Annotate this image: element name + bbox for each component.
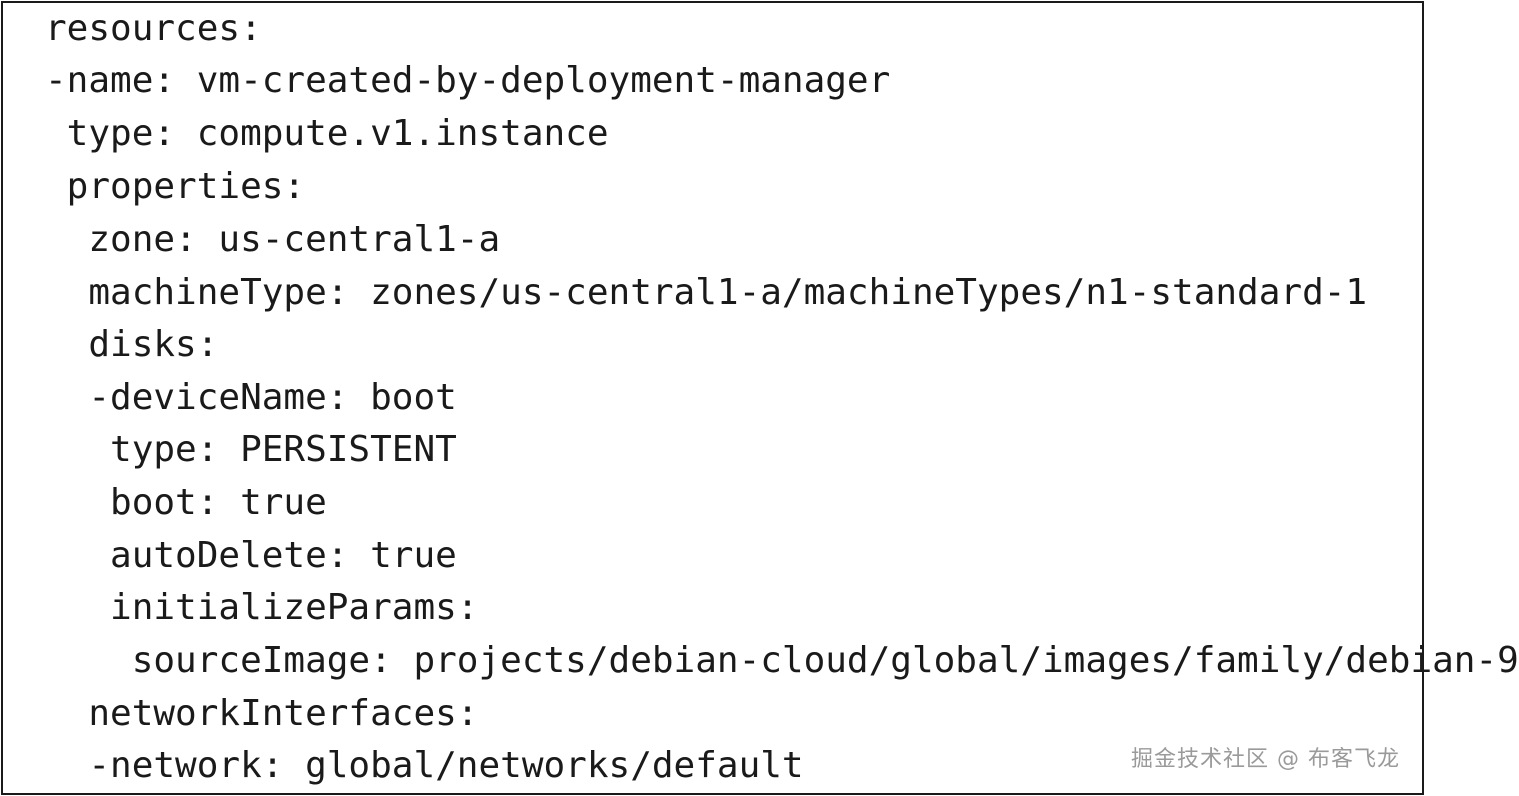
yaml-code-block: resources: -name: vm-created-by-deployme… [3,3,1519,793]
code-line: -deviceName: boot [45,377,457,418]
code-line: -name: vm-created-by-deployment-manager [45,60,891,101]
code-line: properties: [45,166,306,207]
code-line: type: compute.v1.instance [45,113,609,154]
code-line: disks: [45,324,219,365]
code-line: initializeParams: [45,587,479,628]
code-line: resources: [45,8,262,49]
code-line: networkInterfaces: [45,693,479,734]
watermark-text: 掘金技术社区 @ 布客飞龙 [1131,747,1400,772]
code-line: type: PERSISTENT [45,429,457,470]
code-line: zone: us-central1-a [45,219,501,260]
code-line: sourceImage: projects/debian-cloud/globa… [45,640,1519,681]
code-line: machineType: zones/us-central1-a/machine… [45,272,1368,313]
code-line: -network: global/networks/default [45,745,804,786]
code-line: boot: true [45,482,327,523]
code-line: autoDelete: true [45,535,457,576]
